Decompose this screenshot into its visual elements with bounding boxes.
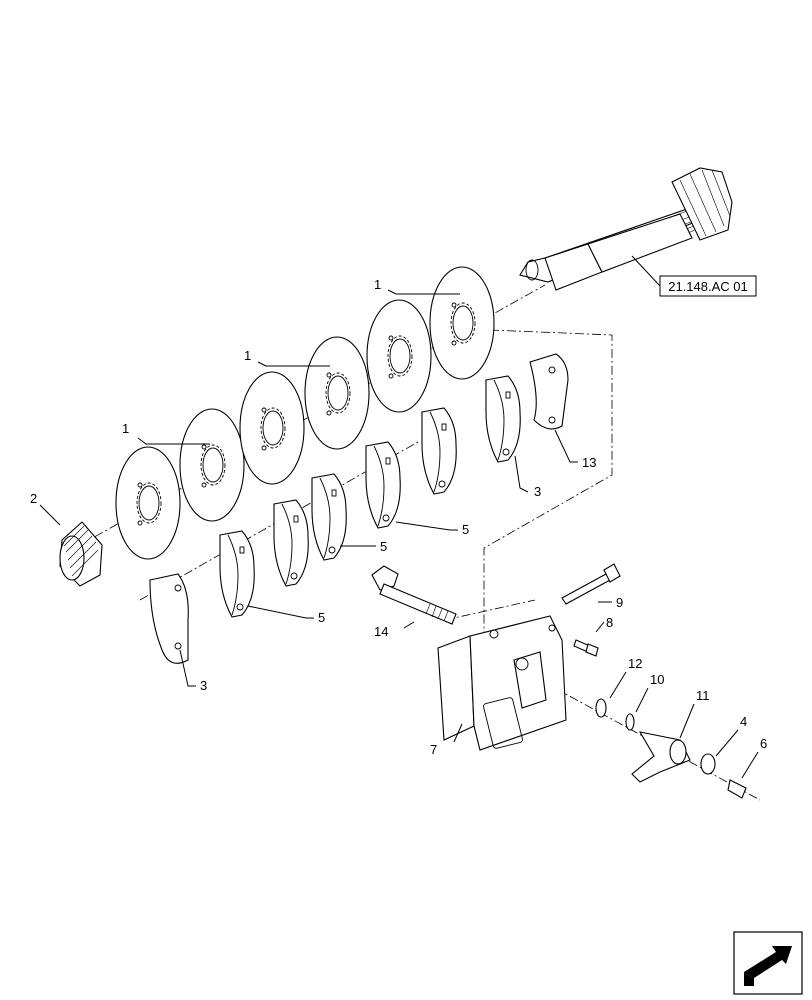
- callout-3b: 3: [534, 484, 541, 499]
- leader-7: [453, 723, 463, 743]
- friction-disc-6: [429, 266, 495, 380]
- valve-housing: [437, 615, 567, 751]
- needle-bearing: [59, 521, 103, 587]
- callout-12: 12: [628, 656, 642, 671]
- lever-4: [365, 441, 401, 529]
- leader-12: [609, 671, 627, 699]
- callout-1c: 1: [374, 277, 381, 292]
- snap-ring: [625, 713, 635, 731]
- friction-disc-3: [239, 371, 305, 485]
- callout-1a: 1: [122, 421, 129, 436]
- leader-8: [595, 621, 605, 633]
- callout-10: 10: [650, 672, 664, 687]
- leader-5c: [395, 521, 458, 531]
- friction-disc-4: [304, 336, 370, 450]
- callout-5a: 5: [318, 610, 325, 625]
- lever-2: [273, 499, 309, 587]
- callout-7: 7: [430, 742, 437, 757]
- leader-ref: [631, 255, 661, 287]
- leader-3a: [179, 649, 196, 687]
- leader-5a: [247, 605, 314, 619]
- leader-10: [635, 687, 649, 713]
- friction-disc-2: [179, 408, 245, 522]
- friction-disc-1: [115, 446, 181, 560]
- leader-1c: [387, 289, 460, 295]
- leader-1a: [137, 437, 210, 445]
- leader-14: [403, 621, 415, 629]
- leader-1b: [257, 361, 330, 367]
- leader-13: [554, 429, 578, 463]
- callout-14: 14: [374, 624, 388, 639]
- callout-5c: 5: [462, 522, 469, 537]
- callout-9: 9: [616, 595, 623, 610]
- callout-13: 13: [582, 455, 596, 470]
- callout-2: 2: [30, 491, 37, 506]
- lever-5: [421, 407, 457, 495]
- lever-6: [485, 375, 521, 463]
- long-bolt: [561, 563, 621, 605]
- hex-bolt: [727, 779, 747, 799]
- leader-2: [39, 504, 61, 526]
- callout-11: 11: [696, 688, 710, 703]
- leader-11: [679, 703, 695, 739]
- cam-plate-upper: [529, 353, 569, 430]
- lever-3: [311, 473, 347, 561]
- callout-1b: 1: [244, 348, 251, 363]
- control-lever: [631, 731, 691, 783]
- arrow-nav-icon[interactable]: [733, 931, 803, 995]
- actuating-shaft: [371, 565, 457, 625]
- reference-label: 21.148.AC 01: [668, 279, 748, 294]
- leader-3b: [514, 455, 529, 493]
- washer: [700, 753, 716, 775]
- bolt-centerline: [444, 599, 536, 621]
- cap-screw: [573, 639, 599, 657]
- assembly-frame-line: [483, 329, 613, 640]
- cam-plate-lower: [149, 573, 189, 664]
- friction-disc-5: [366, 299, 432, 413]
- leader-6: [741, 751, 759, 779]
- pto-shaft: [519, 167, 733, 291]
- callout-4: 4: [740, 714, 747, 729]
- leader-4: [715, 729, 739, 757]
- callout-6: 6: [760, 736, 767, 751]
- callout-8: 8: [606, 615, 613, 630]
- o-ring: [595, 698, 607, 718]
- reference-box: [659, 275, 757, 297]
- callout-3a: 3: [200, 678, 207, 693]
- callout-5b: 5: [380, 539, 387, 554]
- lever-1: [219, 530, 255, 618]
